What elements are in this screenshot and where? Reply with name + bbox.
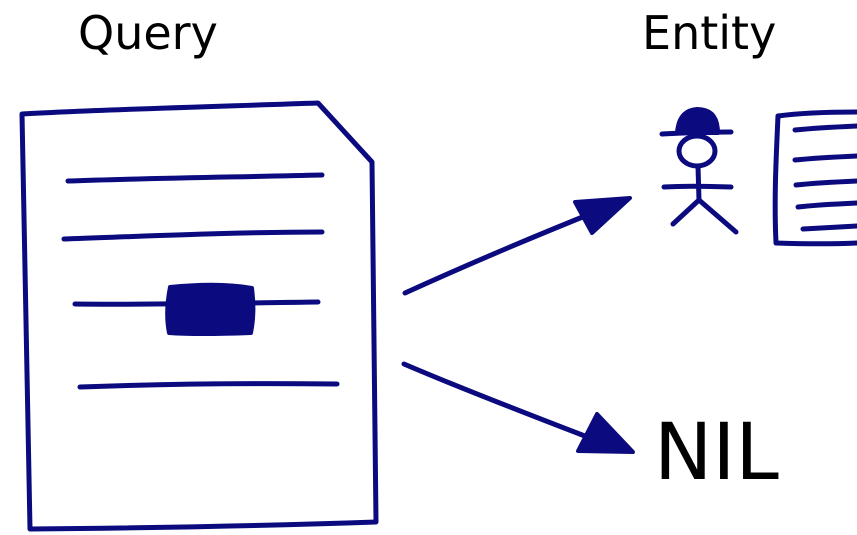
entity-label: Entity (642, 6, 777, 60)
entity-text-line (792, 153, 857, 163)
query-text-line (61, 229, 325, 242)
entity-text-line (795, 200, 857, 210)
query-label: Query (78, 6, 218, 60)
nil-label: NIL (654, 408, 779, 498)
entity-document-icon (772, 109, 857, 247)
query-mention-highlight (165, 282, 256, 337)
entity-text-line (793, 178, 857, 188)
query-text-line (77, 381, 340, 390)
entity-text-line (792, 123, 857, 133)
entity-text-line (800, 223, 857, 232)
query-text-line (65, 172, 325, 184)
arrow-to-nil (401, 361, 635, 454)
query-document-icon (19, 100, 379, 532)
arrow-to-entity (402, 196, 632, 296)
person-icon (659, 107, 739, 235)
